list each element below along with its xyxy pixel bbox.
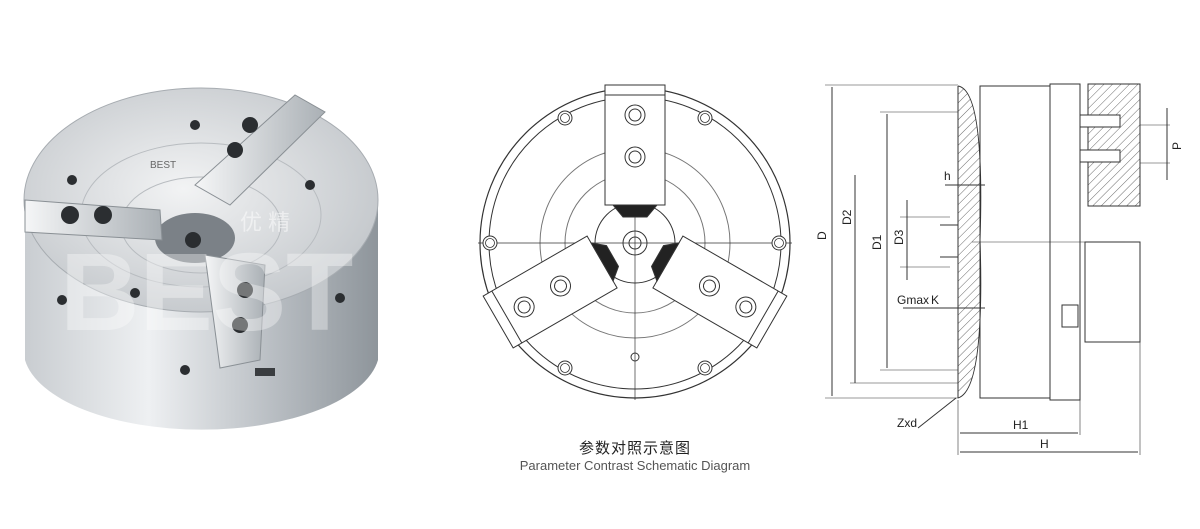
side-view-drawing xyxy=(825,83,1170,455)
label-Zxd: Zxd xyxy=(897,416,917,430)
label-H: H xyxy=(1040,437,1049,451)
label-P: P xyxy=(1170,142,1184,150)
label-D2: D2 xyxy=(840,209,854,225)
label-Gmax: Gmax xyxy=(897,293,929,307)
chuck-photo: BEST BEST 优 精 xyxy=(23,87,379,430)
caption-english: Parameter Contrast Schematic Diagram xyxy=(519,458,751,473)
watermark-logo: BEST xyxy=(60,231,353,354)
label-h: h xyxy=(944,169,951,183)
watermark-cn: 优 精 xyxy=(240,210,290,235)
label-H1: H1 xyxy=(1013,418,1029,432)
label-D3: D3 xyxy=(892,229,906,245)
side-view-labels: D D2 D1 D3 h Gmax K P Zxd H1 H xyxy=(815,142,1184,451)
caption-chinese: 参数对照示意图 xyxy=(578,439,691,457)
photo-logo: BEST xyxy=(150,160,176,171)
label-D1: D1 xyxy=(870,234,884,250)
label-D: D xyxy=(815,231,829,240)
front-view-drawing xyxy=(478,84,792,400)
label-K: K xyxy=(931,293,939,307)
